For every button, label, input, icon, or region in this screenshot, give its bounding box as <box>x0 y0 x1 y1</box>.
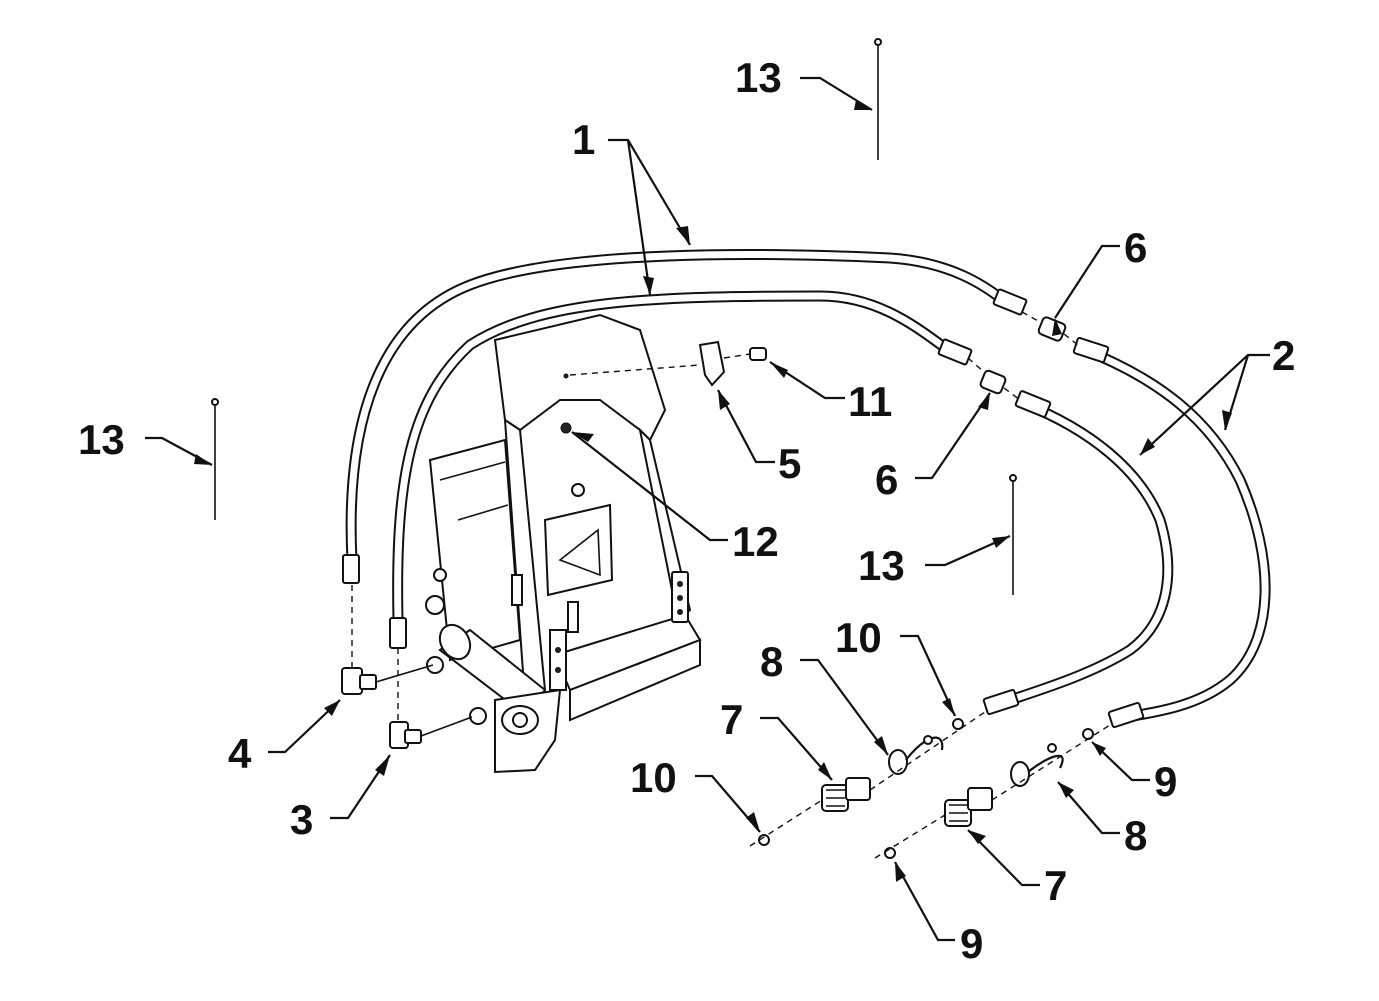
hose-end-fittings <box>342 288 1145 729</box>
coupler-7b <box>944 787 993 827</box>
hose-1-outer <box>345 249 1014 566</box>
hose-2-inner <box>989 398 1174 711</box>
cable-tie-13c <box>1009 474 1017 595</box>
dash-6a-2 <box>1063 333 1079 346</box>
callout-7a: 7 <box>720 696 743 743</box>
callout-4: 4 <box>228 730 252 777</box>
callout-10b: 10 <box>630 754 677 801</box>
dust-cap-8b <box>1010 743 1064 787</box>
leader-lines <box>145 76 1270 942</box>
dash-7b <box>874 814 946 859</box>
frame-assembly <box>428 313 702 722</box>
coupler-7a <box>821 777 871 812</box>
adapter-6b <box>979 369 1007 395</box>
callout-8a: 8 <box>760 638 783 685</box>
callout-13c: 13 <box>858 542 905 589</box>
dash-line-screw <box>723 353 751 359</box>
callout-13b: 13 <box>735 54 782 101</box>
dash-8a <box>869 711 986 791</box>
dash-6b <box>967 357 985 373</box>
arrow-heads <box>194 100 1232 882</box>
hose-2-outer <box>1079 344 1271 724</box>
callout-13a: 13 <box>78 416 125 463</box>
cable-tie-13b <box>874 38 882 160</box>
cable-tie-13a <box>211 398 219 520</box>
callout-2: 2 <box>1272 332 1295 379</box>
adapter-6a <box>1037 316 1067 342</box>
callout-7b: 7 <box>1044 862 1067 909</box>
o-ring-10b <box>758 834 770 846</box>
o-ring-9a <box>1082 728 1094 740</box>
callout-5: 5 <box>778 440 801 487</box>
callout-9b: 9 <box>960 920 983 967</box>
callout-6a: 6 <box>1124 224 1147 271</box>
callout-3: 3 <box>290 796 313 843</box>
callout-8b: 8 <box>1124 812 1147 859</box>
elbow-fitting-3 <box>389 716 473 749</box>
dash-6a <box>1021 311 1041 323</box>
callout-9a: 9 <box>1154 758 1177 805</box>
elbow-fitting-4 <box>341 664 434 695</box>
screw-11 <box>749 347 767 361</box>
callout-12: 12 <box>732 518 779 565</box>
dust-cap-8a <box>888 735 944 775</box>
callout-11: 11 <box>848 378 892 425</box>
dash-7a <box>749 799 823 847</box>
valve-manifold <box>425 595 562 774</box>
o-ring-9b <box>884 847 896 859</box>
callout-10a: 10 <box>835 614 882 661</box>
clamp-5 <box>698 340 726 387</box>
callout-1: 1 <box>572 116 595 163</box>
dash-8b <box>991 724 1111 801</box>
callout-labels: 1 2 3 4 5 6 6 7 7 8 8 9 9 10 10 11 12 13… <box>78 54 1295 967</box>
hose-1-inner <box>392 290 954 626</box>
dash-6b-2 <box>1003 387 1021 401</box>
o-ring-10a <box>952 718 964 730</box>
callout-6b: 6 <box>875 456 898 503</box>
